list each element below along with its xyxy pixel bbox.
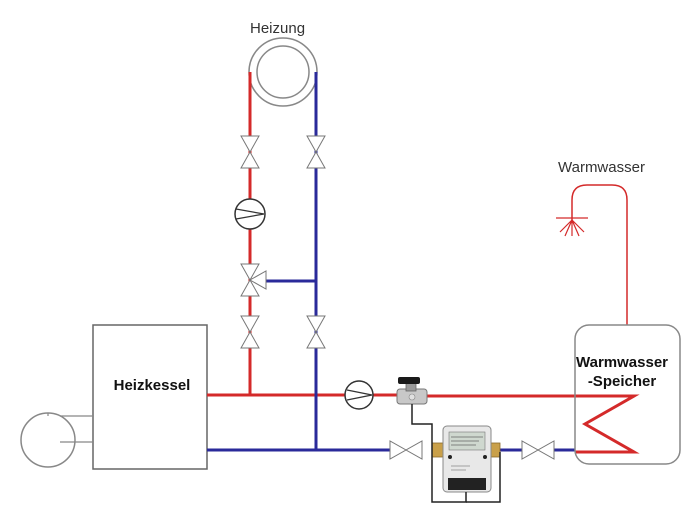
heat-meter-icon (431, 425, 501, 493)
heizkessel-box (92, 324, 208, 470)
label-heizung: Heizung (250, 20, 306, 37)
valve-return-bottom (306, 315, 326, 349)
label-warmwasser: Warmwasser (558, 159, 645, 176)
radiator-symbol (248, 37, 318, 107)
sensor-cables (411, 404, 501, 503)
label-speicher-line2: -Speicher (587, 373, 657, 390)
valve-supply-bottom (240, 315, 260, 349)
mixing-valve (240, 263, 267, 297)
valve-supply-top (240, 135, 260, 169)
label-speicher: Warmwasser -Speicher (572, 353, 672, 391)
hot-water-line (571, 184, 628, 325)
valve-return-top (306, 135, 326, 169)
label-speicher-line1: Warmwasser (576, 354, 668, 371)
return-pipes (207, 72, 575, 452)
heating-pump-icon (234, 198, 266, 230)
shower-tap-icon (556, 217, 588, 237)
valve-return-horizontal-left (389, 440, 423, 460)
speicher-box (574, 324, 681, 465)
valve-return-horizontal-right (521, 440, 555, 460)
expansion-vessel (20, 412, 93, 468)
charging-pump-icon (344, 380, 374, 410)
label-heizkessel: Heizkessel (113, 377, 191, 394)
ball-valve-icon (396, 377, 428, 405)
